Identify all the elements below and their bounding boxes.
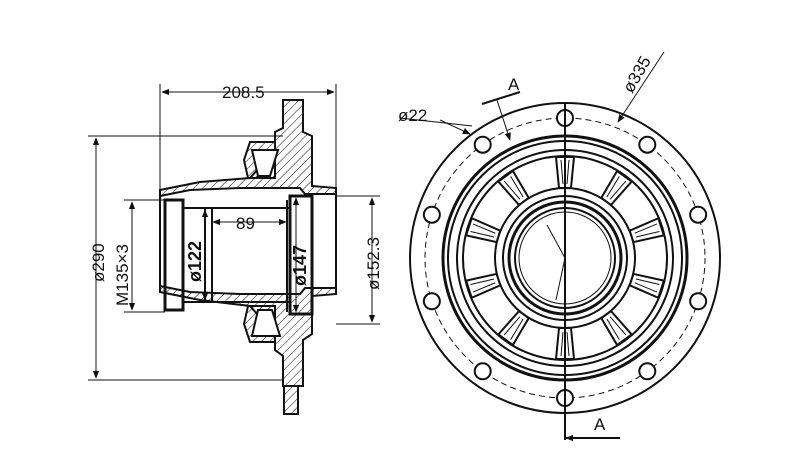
hub-rib	[628, 272, 666, 300]
bolt-hole	[689, 205, 708, 224]
hub-rib	[464, 216, 502, 244]
hub-ribs	[464, 156, 666, 360]
dim-overall-length: 208.5	[222, 83, 265, 102]
upper-stud-pocket	[250, 149, 280, 177]
dim-thread: M135×3	[113, 244, 132, 306]
bolt-hole	[422, 292, 441, 311]
front-view: A A ø335 ø22	[398, 51, 721, 442]
lower-stud-pocket	[250, 309, 282, 337]
hub-rib	[599, 169, 634, 207]
section-label-bottom: A	[594, 415, 606, 434]
side-section-view: 208.5 89 ø122 ø147 ø290 M135×3 ø152.3	[88, 83, 383, 415]
hub-rib	[464, 272, 502, 300]
bolt-circle	[424, 117, 706, 399]
bolt-hole	[473, 362, 492, 381]
bolt-hole	[638, 135, 657, 154]
hub-rib	[599, 309, 634, 347]
dim-seal-diameter: ø152.3	[364, 237, 383, 290]
dim-bore-small: ø122	[185, 241, 205, 282]
hub-rib	[628, 216, 666, 244]
dim-inner-length: 89	[236, 214, 255, 233]
hub-rib	[496, 169, 531, 207]
bolt-hole	[473, 135, 492, 154]
dim-outer-diameter: ø290	[89, 243, 108, 282]
dim-bore-large: ø147	[290, 245, 310, 286]
bolt-hole	[422, 205, 441, 224]
bolt-hole	[689, 292, 708, 311]
bolt-hole	[638, 362, 657, 381]
section-label-top: A	[508, 75, 520, 94]
hub-rib	[496, 309, 531, 347]
wheel-stud	[283, 385, 299, 415]
dim-hole-diameter: ø22	[398, 106, 427, 125]
